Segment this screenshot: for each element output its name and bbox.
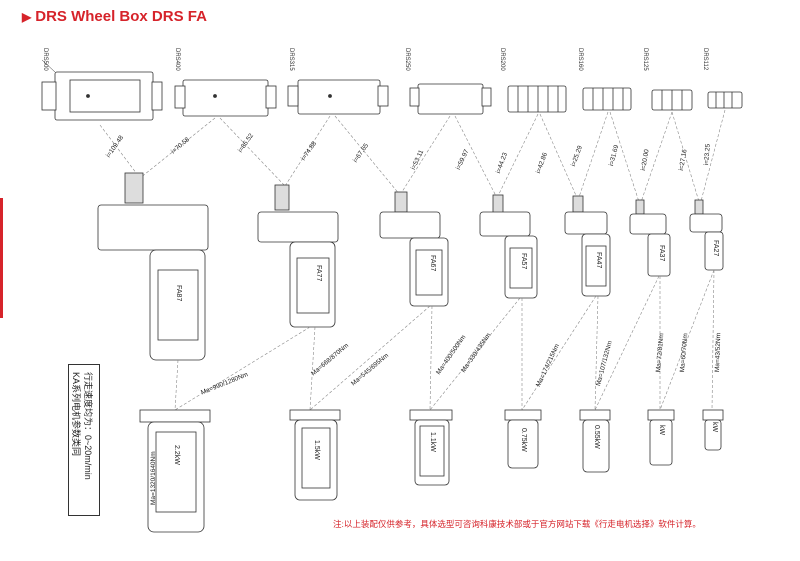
accent-bar xyxy=(0,198,3,318)
motor-power-label: 1.5kW xyxy=(313,440,320,460)
motor-power-label: 2.2kW xyxy=(173,445,180,465)
torque-label: Ma=43/52Nm xyxy=(714,332,723,373)
gearbox-label-fa67: FA67 xyxy=(429,255,436,272)
wheel-box-drs500 xyxy=(41,59,163,121)
gearbox-fa67 xyxy=(379,191,449,307)
motor-1-5kw xyxy=(289,409,341,501)
page-title: ▶DRS Wheel Box DRS FA xyxy=(22,8,207,25)
ratio-connectors xyxy=(99,109,726,206)
note-line-2: KA系列电机参数类同 xyxy=(71,372,81,457)
wheel-box-drs250 xyxy=(409,83,492,115)
wheel-box-drs112 xyxy=(707,91,743,109)
gearbox-label-fa87: FA87 xyxy=(175,285,182,302)
gearbox-fa57 xyxy=(479,194,538,299)
wheel-box-drs125 xyxy=(651,89,693,111)
motor-power-label: kW xyxy=(711,422,718,433)
gearbox-fa87 xyxy=(97,172,209,361)
footnote: 注:以上装配仅供参考，具体选型可咨询科康技术部或于官方网站下载《行走电机选择》软… xyxy=(333,519,701,529)
motor-0-75kw xyxy=(504,409,542,469)
wheel-box-drs315 xyxy=(287,79,389,115)
motor-power-label: 1.1kW xyxy=(429,432,436,452)
gearbox-label-fa57: FA57 xyxy=(520,253,527,270)
gearbox-fa37 xyxy=(629,199,671,277)
torque-label: Ma=1320/1640Nm xyxy=(150,451,157,505)
wheel-box-drs160 xyxy=(582,87,632,111)
motor-power-label: kW xyxy=(658,425,665,436)
gearbox-label-fa27: FA27 xyxy=(712,240,719,257)
motor-small-1 xyxy=(647,409,675,466)
motor-power-label: 0.75kW xyxy=(520,428,527,452)
motor-small-2 xyxy=(702,409,724,451)
gearbox-fa27 xyxy=(689,199,724,271)
motor-1-1kw xyxy=(409,409,453,486)
gearbox-label-fa47: FA47 xyxy=(595,252,602,269)
gearbox-label-fa37: FA37 xyxy=(658,245,665,262)
motor-power-label: 0.55kW xyxy=(593,425,600,449)
wheel-box-drs200 xyxy=(507,85,567,113)
gearbox-label-fa77: FA77 xyxy=(315,265,322,282)
gearbox-fa77 xyxy=(257,184,339,328)
note-line-1: 行走速度均为：0~20m/min xyxy=(83,372,93,480)
title-arrow-icon: ▶ xyxy=(22,10,32,24)
motor-0-55kw xyxy=(579,409,611,473)
gearbox-fa47 xyxy=(564,195,611,297)
title-text: DRS Wheel Box DRS FA xyxy=(35,8,207,25)
note-box xyxy=(68,364,100,516)
motor-2-2kw xyxy=(139,409,211,533)
torque-connectors xyxy=(174,269,715,411)
wheel-box-drs400 xyxy=(174,79,277,117)
